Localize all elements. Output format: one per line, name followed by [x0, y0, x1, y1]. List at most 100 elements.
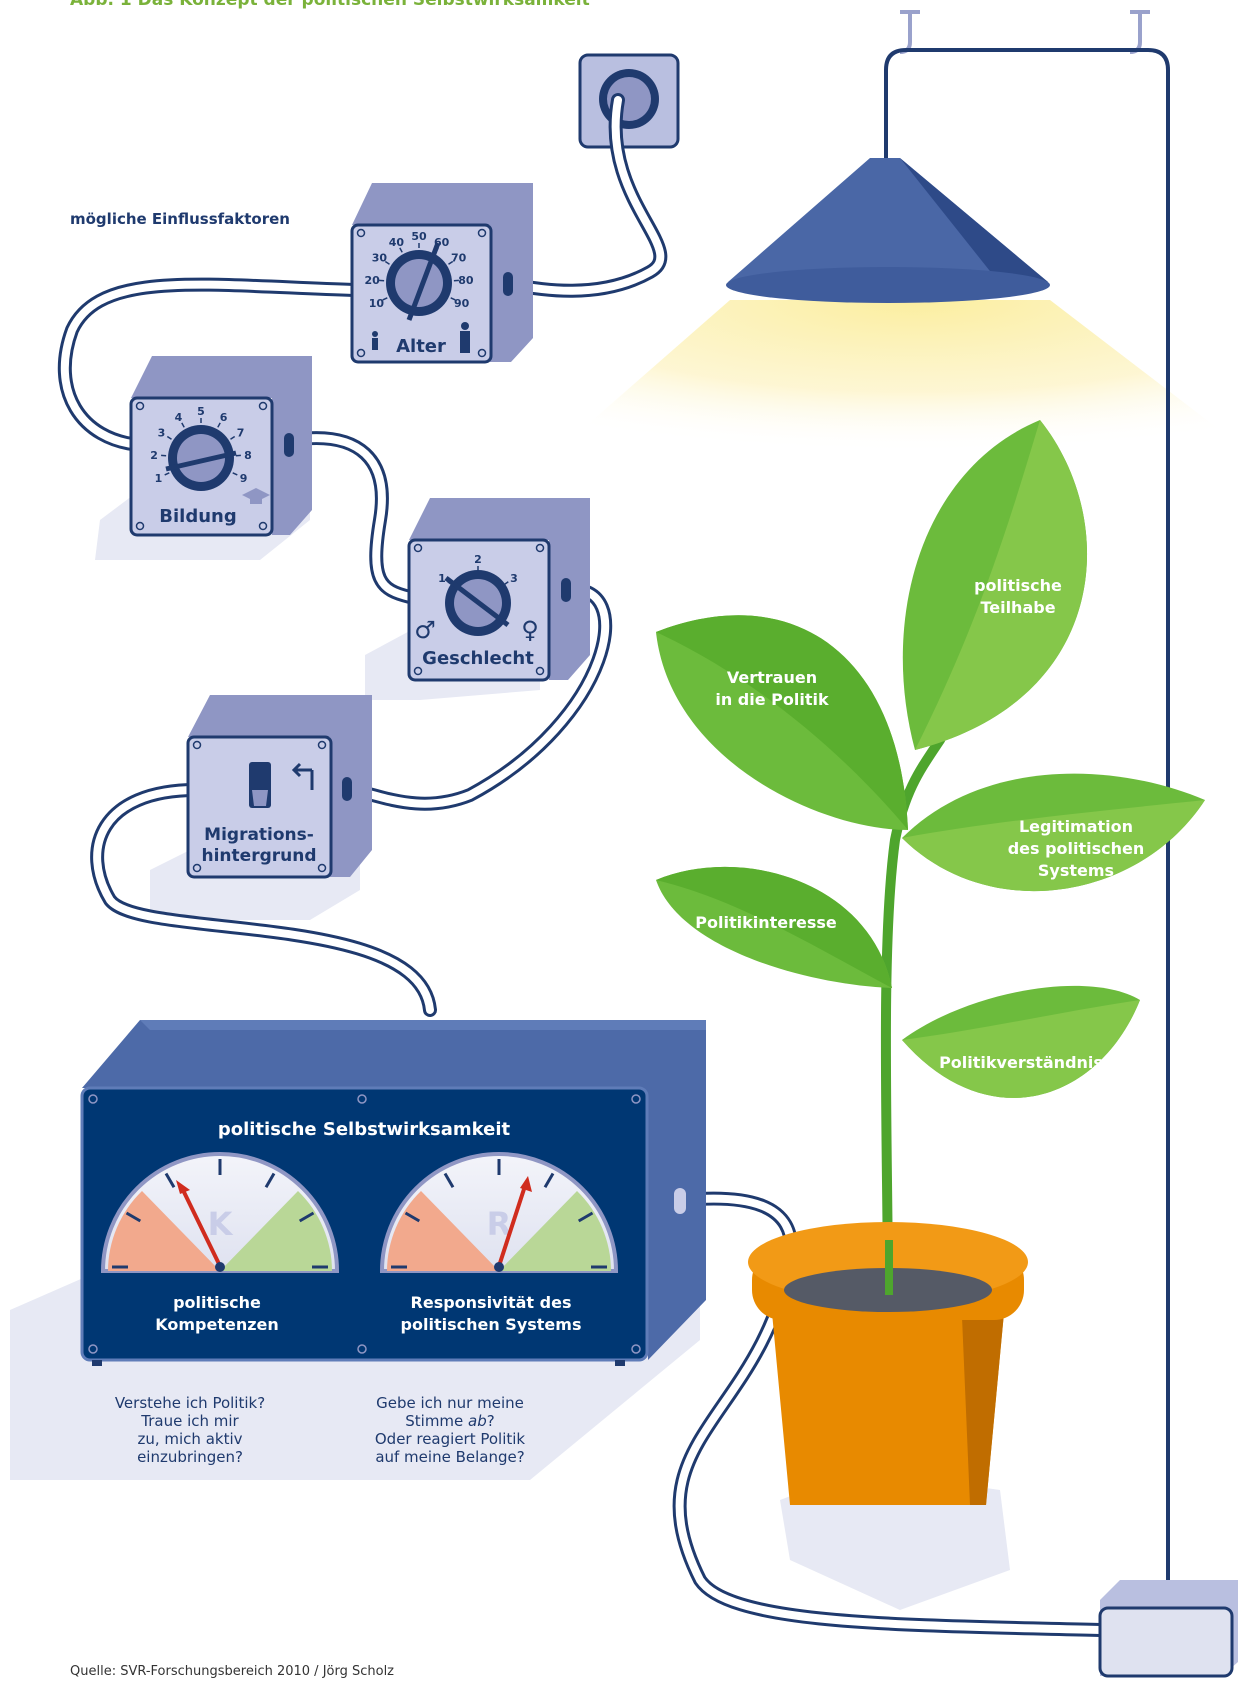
bildung-dial-tick: 7 — [237, 427, 245, 440]
question-responsiveness: Gebe ich nur meine Stimme ab? Oder reagi… — [300, 1394, 600, 1466]
geschlecht-dial-tick-mark — [503, 581, 509, 586]
leaf-verstaendnis — [902, 985, 1140, 1098]
bildung-dial-tick-mark — [217, 422, 221, 428]
geschlecht-dial-tick: 1 — [438, 572, 446, 585]
leaf-verstaendnis-label: Politikverständnis — [939, 1053, 1103, 1072]
lamp-shade — [726, 158, 1050, 303]
gauge-responsiveness: R Responsivität des politischen Systems — [379, 1152, 619, 1334]
flower-pot — [748, 1222, 1028, 1505]
bildung-dial-tick: 1 — [155, 472, 163, 485]
alter-dial-tick-mark — [382, 297, 388, 301]
gauge-tick — [543, 1172, 555, 1189]
alter-label: Alter — [396, 336, 446, 357]
gauge-k-letter: K — [208, 1205, 234, 1243]
leaf-vertrauen — [656, 615, 908, 830]
alter-dial-tick-mark — [384, 260, 390, 265]
migration-label-line1: Migrations- — [204, 825, 314, 845]
gauge-tick — [264, 1172, 276, 1189]
alter-dial-tick: 20 — [364, 274, 380, 287]
alter-dial-tick-mark — [435, 247, 439, 253]
alter-dial-tick: 70 — [451, 252, 467, 265]
bildung-dial-tick-mark — [232, 472, 238, 476]
device-cables — [57, 93, 1107, 1637]
question-responsiveness-line: auf meine Belange? — [375, 1448, 525, 1466]
leaf-legitimation-line3: Systems — [1038, 861, 1114, 880]
bildung-dial-tick: 5 — [197, 405, 205, 418]
alter-dial-tick-mark — [399, 247, 403, 253]
gauge-r-label-line2: politischen Systems — [401, 1315, 582, 1334]
female-symbol: ♀ — [521, 616, 539, 644]
alter-dial-tick-mark — [448, 260, 454, 265]
alter-dial-tick: 40 — [389, 236, 405, 249]
question-text: ? — [486, 1412, 495, 1430]
leaf-vertrauen-line1: Vertrauen — [727, 668, 817, 687]
figure-title: Abb. 1 Das Konzept der politischen Selbs… — [70, 0, 590, 10]
alter-dial-tick: 90 — [454, 297, 470, 310]
bildung-label: Bildung — [159, 506, 236, 527]
toggle-switch-icon — [249, 762, 271, 808]
leaf-teilhabe-line2: Teilhabe — [980, 598, 1055, 617]
influence-factors-heading: mögliche Einflussfaktoren — [70, 210, 290, 228]
question-competence-line: Traue ich mir — [141, 1412, 239, 1430]
question-responsiveness-line: Gebe ich nur meine — [376, 1394, 524, 1412]
factor-box-geschlecht[interactable]: 123 ♂ ♀ Geschlecht — [407, 498, 590, 682]
bildung-dial-tick-mark — [230, 435, 236, 440]
question-responsiveness-line: Stimme ab? — [300, 1412, 600, 1430]
question-competence-line: Verstehe ich Politik? — [114, 1394, 266, 1412]
adult-figure-icon — [460, 322, 470, 353]
plant: politische Teilhabe Vertrauen in die Pol… — [656, 420, 1205, 1301]
question-emphasis: ab — [468, 1412, 487, 1430]
leaf-interesse — [656, 866, 892, 988]
geschlecht-dial-tick: 3 — [510, 572, 518, 585]
box-screws — [135, 228, 545, 873]
alter-dial-tick: 10 — [369, 297, 385, 310]
self-efficacy-panel: politische Selbstwirksamkeit K politisch… — [80, 1020, 706, 1366]
bildung-dial-tick: 4 — [175, 411, 183, 424]
lamp-hangers — [899, 10, 1150, 54]
bildung-dial-tick: 9 — [240, 472, 248, 485]
question-text: Stimme — [405, 1412, 469, 1430]
return-arrow-icon — [291, 762, 314, 790]
gauge-k-label-line1: politische — [173, 1293, 261, 1312]
question-responsiveness-line: Oder reagiert Politik — [374, 1430, 526, 1448]
lamp-light-cone — [570, 300, 1259, 470]
gauge-tick — [577, 1211, 594, 1223]
question-competence-line: einzubringen? — [137, 1448, 243, 1466]
gauge-tick — [164, 1172, 176, 1189]
leaf-legitimation — [902, 773, 1205, 892]
bildung-dial-tick-mark — [164, 472, 170, 476]
male-symbol: ♂ — [414, 616, 436, 644]
alter-dial-tick: 60 — [434, 236, 450, 249]
bildung-dial-tick: 2 — [150, 449, 158, 462]
source-credit: Quelle: SVR-Forschungsbereich 2010 / Jör… — [70, 1664, 395, 1679]
leaf-teilhabe-line1: politische — [974, 576, 1062, 595]
bildung-dial-tick: 6 — [220, 411, 228, 424]
panel-title: politische Selbstwirksamkeit — [218, 1119, 511, 1140]
gauge-competence: K politische Kompetenzen — [100, 1152, 340, 1334]
graduation-cap-icon — [242, 488, 270, 504]
bildung-dial-tick-mark — [181, 422, 185, 428]
alter-dial-tick: 50 — [411, 230, 427, 243]
bildung-dial-tick-mark — [166, 435, 172, 440]
child-figure-icon — [372, 331, 378, 350]
question-competence-line: zu, mich aktiv — [137, 1430, 243, 1448]
geschlecht-dial-tick-mark — [447, 581, 453, 586]
gauge-r-label-line1: Responsivität des — [411, 1293, 572, 1312]
factor-box-migration[interactable]: Migrations- hintergrund — [186, 695, 372, 879]
question-competence: Verstehe ich Politik? Traue ich mir zu, … — [70, 1394, 310, 1466]
alter-dial-tick: 30 — [372, 252, 388, 265]
gauge-k-label-line2: Kompetenzen — [155, 1315, 279, 1334]
leaf-teilhabe — [902, 420, 1088, 750]
migration-label-line2: hintergrund — [202, 846, 317, 866]
bildung-dial-tick: 3 — [158, 427, 166, 440]
lamp-cable — [884, 48, 1170, 1610]
gauge-tick — [404, 1211, 421, 1223]
gauge-tick — [125, 1211, 142, 1223]
geschlecht-dial-tick: 2 — [474, 553, 482, 566]
leaf-legitimation-line2: des politischen — [1008, 839, 1145, 858]
leaf-interesse-label: Politikinteresse — [695, 913, 837, 932]
gauge-tick — [298, 1211, 315, 1223]
